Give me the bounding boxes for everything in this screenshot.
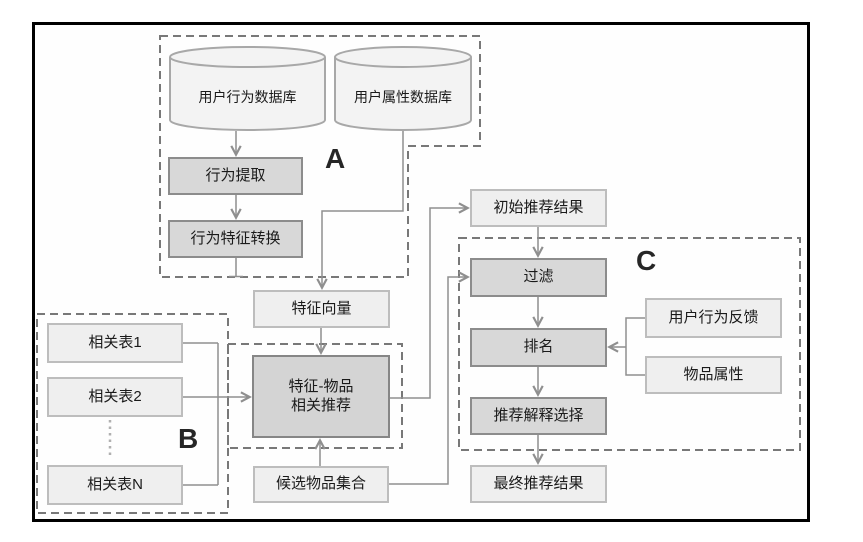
node-feature-vector: 特征向量 xyxy=(253,290,390,328)
arrow-featureitem-to-initialresult xyxy=(390,202,470,399)
feature-item-label-line2: 相关推荐 xyxy=(290,396,351,414)
group-a-label: A xyxy=(325,143,346,174)
arrow-attributedb-to-featurevector xyxy=(316,131,404,290)
node-related-table-1: 相关表1 xyxy=(47,323,183,363)
arrow-candidates-to-filter xyxy=(389,271,470,485)
node-initial-recommendation-result: 初始推荐结果 xyxy=(470,189,607,227)
node-explanation-selection: 推荐解释选择 xyxy=(470,397,607,435)
node-related-table-n: 相关表N xyxy=(47,465,183,505)
node-behavior-extraction: 行为提取 xyxy=(168,157,303,195)
group-a-outline xyxy=(159,35,481,278)
user-behavior-db-cylinder xyxy=(169,46,326,131)
node-feature-item-recommendation: 特征-物品 相关推荐 xyxy=(252,355,390,438)
node-behavior-feature-conversion: 行为特征转换 xyxy=(168,220,303,258)
node-user-behavior-feedback: 用户行为反馈 xyxy=(645,298,782,338)
node-final-recommendation-result: 最终推荐结果 xyxy=(470,465,607,503)
node-ranking: 排名 xyxy=(470,328,607,367)
node-related-table-2: 相关表2 xyxy=(47,377,183,417)
user-attribute-db-label: 用户属性数据库 xyxy=(354,89,452,105)
connector-feedback-merge xyxy=(625,317,645,347)
node-candidate-item-set: 候选物品集合 xyxy=(253,466,389,503)
group-b-label: B xyxy=(178,423,199,454)
user-attribute-db-cylinder xyxy=(334,46,472,131)
node-filter: 过滤 xyxy=(470,258,607,297)
feature-item-label-line1: 特征-物品 xyxy=(288,377,354,395)
connector-itemattr-merge xyxy=(625,347,645,376)
group-c-label: C xyxy=(636,245,657,276)
user-behavior-db-label: 用户行为数据库 xyxy=(198,89,297,105)
group-c-outline xyxy=(458,237,801,451)
node-item-attributes: 物品属性 xyxy=(645,356,782,394)
